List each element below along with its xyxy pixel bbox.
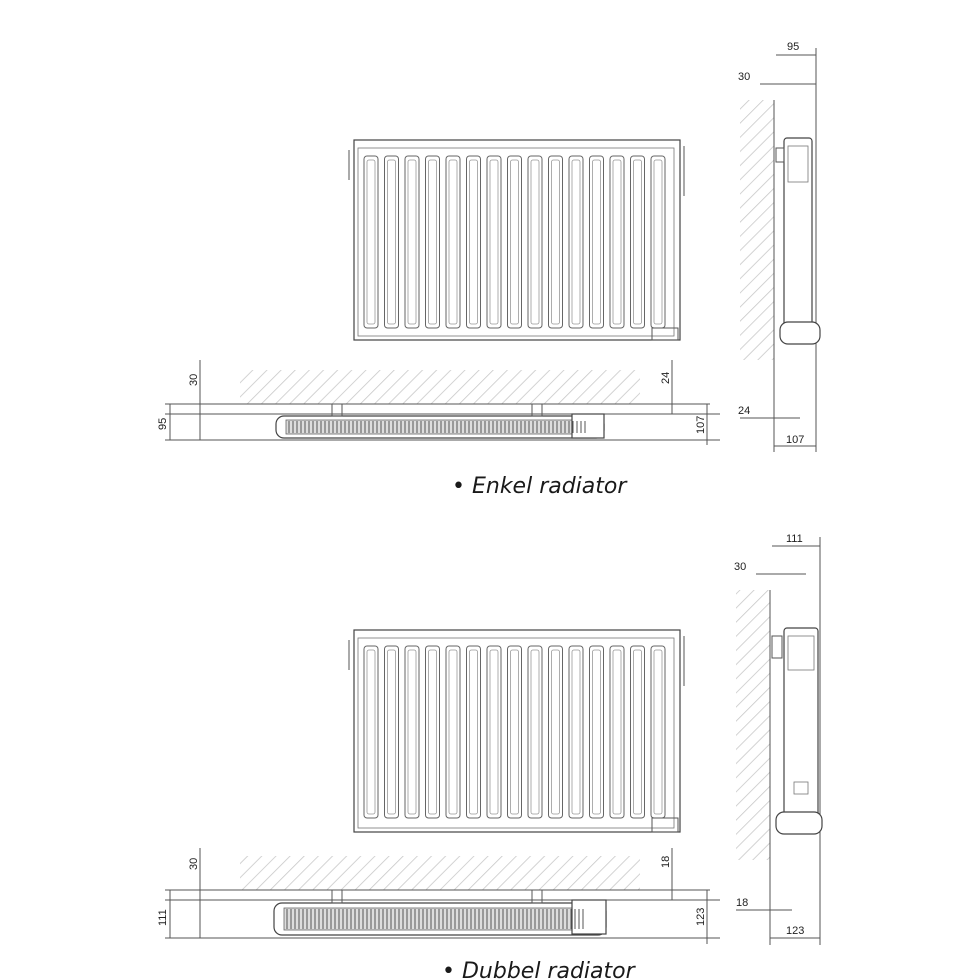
radiator-fin-inner <box>387 159 396 325</box>
single-top-side-offset: 24 <box>660 372 672 384</box>
radiator-fin-inner <box>633 649 642 815</box>
radiator-fin-inner <box>387 649 396 815</box>
radiator-fin-inner <box>510 649 519 815</box>
double-top-depth: 111 <box>157 909 169 926</box>
double-front-fins <box>363 645 666 819</box>
radiator-fin <box>384 645 399 819</box>
radiator-fin <box>384 155 399 329</box>
double-top-view <box>165 848 720 944</box>
double-side-view <box>736 537 823 945</box>
radiator-fin <box>445 155 461 329</box>
single-front-fins <box>363 155 666 329</box>
radiator-fin-inner <box>428 159 437 325</box>
radiator-fin-inner <box>510 159 519 325</box>
single-side-wall-offset: 30 <box>738 71 750 83</box>
radiator-fin <box>527 645 543 819</box>
radiator-fin <box>404 645 420 819</box>
radiator-fin <box>589 155 604 329</box>
double-side-wall-offset: 30 <box>734 561 746 573</box>
radiator-fin <box>445 645 461 819</box>
radiator-fin-inner <box>612 159 622 325</box>
radiator-fin-inner <box>551 159 560 325</box>
radiator-fin <box>630 645 645 819</box>
radiator-fin-inner <box>448 159 458 325</box>
radiator-fin-inner <box>469 159 478 325</box>
radiator-fin-inner <box>633 159 642 325</box>
radiator-fin <box>363 155 379 329</box>
radiator-fin <box>507 645 522 819</box>
radiator-fin-inner <box>551 649 560 815</box>
radiator-fin <box>466 645 481 819</box>
double-top-side-offset: 18 <box>660 856 672 868</box>
radiator-fin <box>630 155 645 329</box>
double-top-wall-offset: 30 <box>188 858 200 870</box>
radiator-fin-inner <box>428 649 437 815</box>
radiator-fin <box>568 155 584 329</box>
radiator-fin-inner <box>489 649 499 815</box>
radiator-fin-inner <box>366 649 376 815</box>
double-side-total-top: 111 <box>786 533 803 545</box>
radiator-fin <box>548 155 563 329</box>
double-side-bottom-total: 123 <box>786 925 804 937</box>
radiator-fin <box>466 155 481 329</box>
double-caption: • Dubbel radiator <box>442 959 637 980</box>
radiator-fin-inner <box>653 649 663 815</box>
radiator-fin-inner <box>407 159 417 325</box>
radiator-fin-inner <box>366 159 376 325</box>
radiator-fin-inner <box>530 649 540 815</box>
single-top-view <box>165 360 720 445</box>
radiator-fin-inner <box>592 159 601 325</box>
single-top-total: 107 <box>695 416 707 434</box>
radiator-fin-inner <box>571 159 581 325</box>
single-side-bottom-offset: 24 <box>738 405 750 417</box>
single-caption: • Enkel radiator <box>452 474 628 499</box>
radiator-fin <box>609 645 625 819</box>
radiator-fin-inner <box>530 159 540 325</box>
double-front-view <box>348 629 685 833</box>
radiator-fin <box>486 155 502 329</box>
double-radiator-group: 30 111 18 123 111 30 18 123 • Dubbel rad… <box>157 533 823 980</box>
double-top-total: 123 <box>695 908 707 926</box>
radiator-fin-inner <box>407 649 417 815</box>
single-front-view <box>348 139 685 341</box>
radiator-fin-inner <box>653 159 663 325</box>
radiator-fin <box>609 155 625 329</box>
radiator-fin-inner <box>592 649 601 815</box>
radiator-fin <box>363 645 379 819</box>
radiator-fin <box>425 155 440 329</box>
radiator-fin-inner <box>469 649 478 815</box>
radiator-fin <box>589 645 604 819</box>
single-top-wall-offset: 30 <box>188 374 200 386</box>
single-radiator-group: 30 95 24 107 95 30 24 107 • Enkel radiat… <box>157 41 821 499</box>
radiator-fin-inner <box>489 159 499 325</box>
radiator-fin <box>568 645 584 819</box>
radiator-fin-inner <box>571 649 581 815</box>
radiator-fin <box>527 155 543 329</box>
radiator-fin <box>425 645 440 819</box>
radiator-fin-inner <box>612 649 622 815</box>
radiator-fin <box>548 645 563 819</box>
radiator-fin <box>486 645 502 819</box>
radiator-fin <box>404 155 420 329</box>
single-side-total-top: 95 <box>787 41 799 53</box>
double-side-bottom-offset: 18 <box>736 897 748 909</box>
radiator-fin-inner <box>448 649 458 815</box>
single-top-depth: 95 <box>157 418 169 430</box>
radiator-fin <box>507 155 522 329</box>
single-side-bottom-total: 107 <box>786 434 804 446</box>
single-side-view <box>740 48 821 452</box>
